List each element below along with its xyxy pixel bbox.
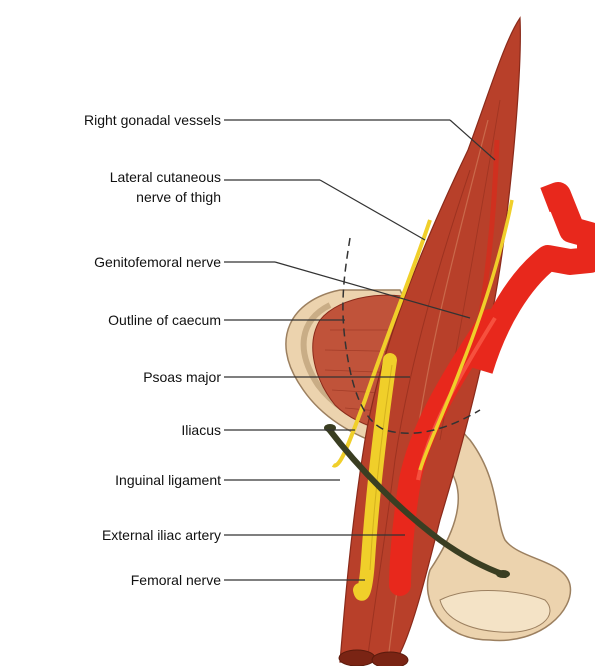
label-inguinal-ligament: Inguinal ligament <box>115 471 221 489</box>
label-lateral-cutaneous-line2: nerve of thigh <box>136 188 221 206</box>
label-outline-of-caecum: Outline of caecum <box>108 311 221 329</box>
label-iliacus: Iliacus <box>181 421 221 439</box>
label-genitofemoral-nerve: Genitofemoral nerve <box>94 253 221 271</box>
label-right-gonadal-vessels: Right gonadal vessels <box>84 111 221 129</box>
label-psoas-major: Psoas major <box>143 368 221 386</box>
label-lateral-cutaneous-line1: Lateral cutaneous <box>110 168 221 186</box>
label-external-iliac-artery: External iliac artery <box>102 526 221 544</box>
label-femoral-nerve: Femoral nerve <box>131 571 221 589</box>
